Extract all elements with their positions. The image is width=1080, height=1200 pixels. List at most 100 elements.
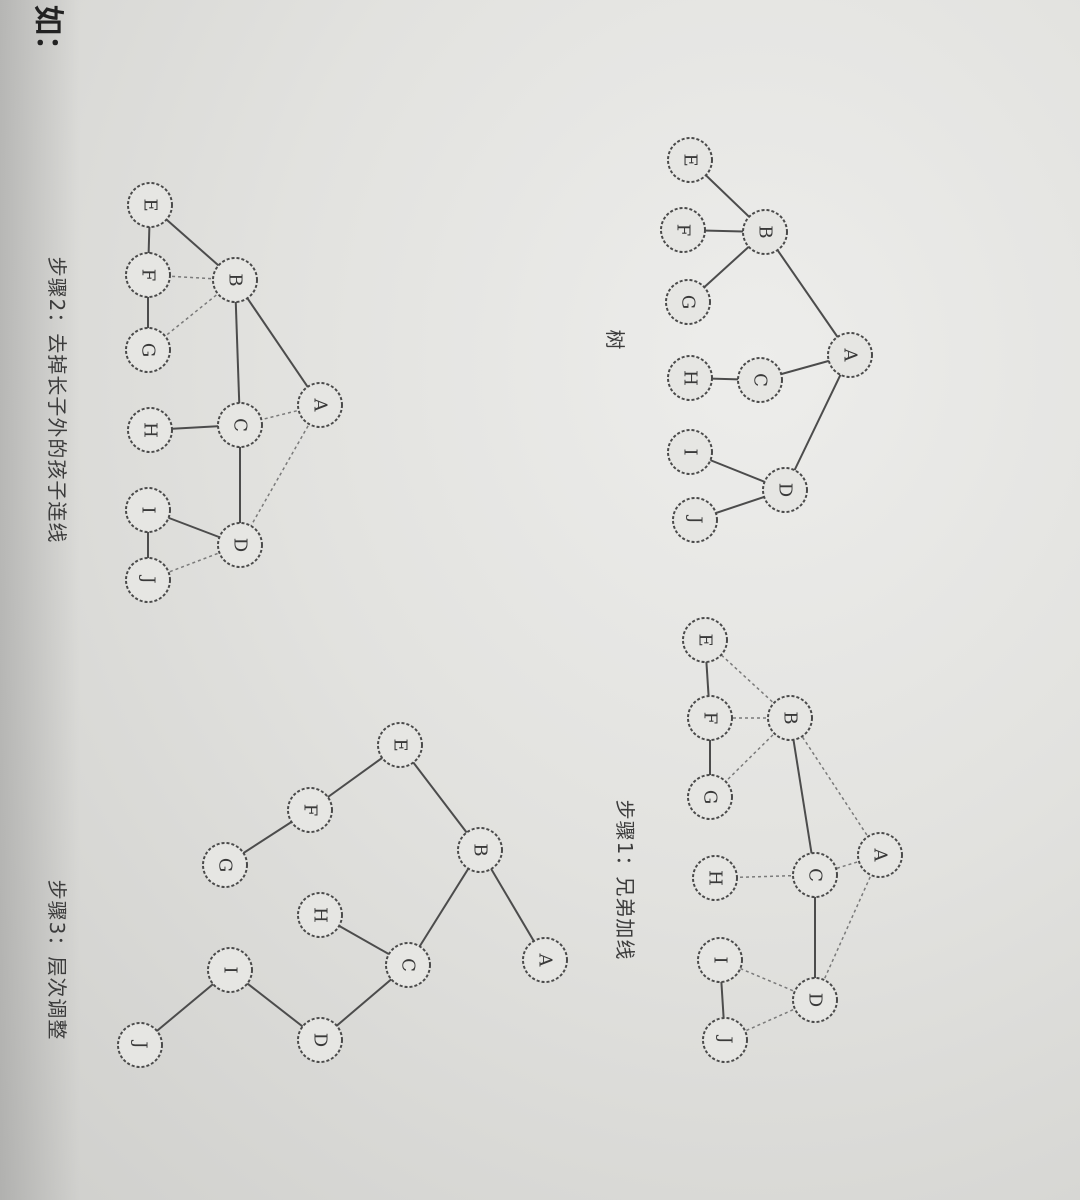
step2-node-circle-G	[125, 327, 171, 373]
step1-edge-A-B	[789, 717, 881, 856]
tree-node-J: J	[672, 497, 718, 543]
step3-node-B: B	[457, 827, 503, 873]
step1-node-label-C: C	[805, 868, 826, 882]
tree-node-B: B	[742, 209, 788, 255]
tree-node-E: E	[667, 137, 713, 183]
step2-node-label-F: F	[138, 269, 159, 282]
step2-node-circle-J	[125, 557, 171, 603]
step2-node-label-D: D	[230, 538, 251, 552]
step1-edge-C-H	[714, 874, 816, 879]
step2-node-I: I	[125, 487, 171, 533]
tree-node-A: A	[827, 332, 873, 378]
step2-node-circle-B	[212, 257, 258, 303]
tree-node-circle-I	[667, 429, 713, 475]
step2-node-label-E: E	[140, 198, 161, 211]
tree-node-label-J: J	[685, 514, 706, 523]
step3-node-A: A	[522, 937, 568, 983]
step2-node-B: B	[212, 257, 258, 303]
step3-node-label-J: J	[130, 1039, 151, 1048]
tree-node-G: G	[665, 279, 711, 325]
step2-edge-D-J	[147, 544, 241, 581]
step3-node-E: E	[377, 722, 423, 768]
step1-node-circle-B	[767, 695, 813, 741]
step1-node-label-F: F	[700, 712, 721, 725]
step2-node-circle-H	[127, 407, 173, 453]
tree-node-circle-A	[827, 332, 873, 378]
step3-node-circle-I	[207, 947, 253, 993]
step1-node-G: G	[687, 774, 733, 820]
step2-node-A: A	[297, 382, 343, 428]
step1-node-J: J	[702, 1017, 748, 1063]
tree-edge-A-B	[764, 231, 851, 356]
step1-edge-A-D	[814, 854, 881, 1001]
step3-node-circle-J	[117, 1022, 163, 1068]
step3-node-G: G	[202, 842, 248, 888]
step2-edge-A-B	[234, 279, 321, 406]
tree-node-D: D	[762, 467, 808, 513]
tree-node-label-F: F	[673, 224, 694, 237]
step1-node-label-D: D	[805, 993, 826, 1007]
step2-caption: 步骤2：去掉长子外的孩子连线	[45, 257, 69, 544]
step2-node-label-A: A	[310, 398, 331, 413]
step2-edge-B-C	[234, 279, 241, 426]
step3-node-I: I	[207, 947, 253, 993]
tree-node-C: C	[737, 357, 783, 403]
step1-node-A: A	[857, 832, 903, 878]
step1-node-circle-A	[857, 832, 903, 878]
step2-node-label-G: G	[138, 343, 159, 357]
step3-node-label-I: I	[220, 966, 241, 973]
step3-node-label-G: G	[215, 858, 236, 872]
step3-node-circle-E	[377, 722, 423, 768]
tree-node-label-B: B	[755, 225, 776, 238]
step1-node-label-E: E	[695, 633, 716, 646]
step2-edge-A-D	[239, 404, 321, 546]
step1-node-circle-I	[697, 937, 743, 983]
tree-node-circle-F	[660, 207, 706, 253]
tree-node-label-G: G	[678, 295, 699, 309]
tree-node-circle-H	[667, 355, 713, 401]
tree-node-F: F	[660, 207, 706, 253]
step1-node-circle-H	[692, 855, 738, 901]
tree-node-I: I	[667, 429, 713, 475]
step1-node-circle-F	[687, 695, 733, 741]
step1-node-I: I	[697, 937, 743, 983]
step3-node-circle-G	[202, 842, 248, 888]
step2-node-circle-C	[217, 402, 263, 448]
step3-node-circle-A	[522, 937, 568, 983]
step1-node-circle-J	[702, 1017, 748, 1063]
step1-node-label-A: A	[870, 848, 891, 863]
step3-node-J: J	[117, 1022, 163, 1068]
tree-node-label-E: E	[680, 153, 701, 166]
step2-node-label-B: B	[225, 273, 246, 286]
step3-node-label-A: A	[535, 953, 556, 968]
tree-node-circle-J	[672, 497, 718, 543]
step3-caption: 步骤3：层次调整	[45, 880, 69, 1041]
tree-node-label-H: H	[680, 370, 701, 386]
step2-node-circle-D	[217, 522, 263, 568]
step1-edge-B-C	[789, 717, 816, 876]
step1-node-label-G: G	[700, 790, 721, 804]
step3-node-H: H	[297, 892, 343, 938]
step2-node-label-I: I	[138, 506, 159, 513]
step2-node-E: E	[127, 182, 173, 228]
step3-node-label-E: E	[390, 738, 411, 751]
step2-node-D: D	[217, 522, 263, 568]
step2-node-circle-E	[127, 182, 173, 228]
tree-node-circle-G	[665, 279, 711, 325]
step3-node-circle-F	[287, 787, 333, 833]
step3-node-label-C: C	[398, 958, 419, 972]
step1-node-label-H: H	[705, 870, 726, 886]
step3-node-circle-B	[457, 827, 503, 873]
step2-node-label-J: J	[138, 574, 159, 583]
tree-node-circle-D	[762, 467, 808, 513]
step3-node-circle-H	[297, 892, 343, 938]
step1-node-E: E	[682, 617, 728, 663]
tree-node-circle-B	[742, 209, 788, 255]
step2-node-H: H	[127, 407, 173, 453]
tree-node-circle-C	[737, 357, 783, 403]
step2-node-label-H: H	[140, 422, 161, 438]
